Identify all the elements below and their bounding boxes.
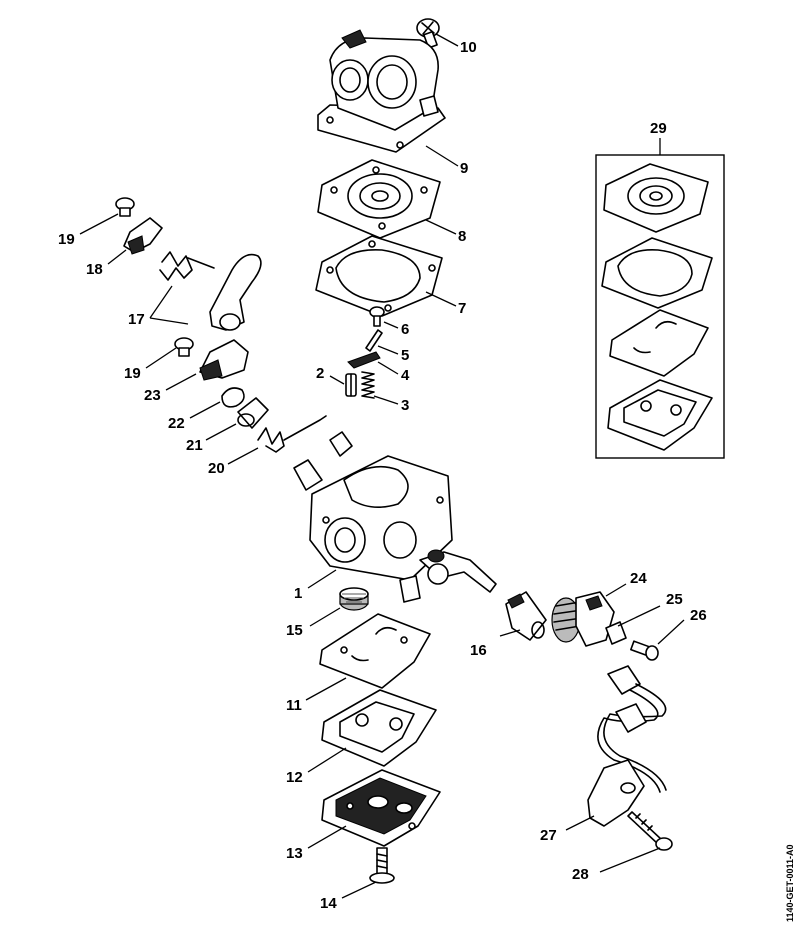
part-7-gasket (315, 235, 443, 317)
part-29-kit-box (595, 154, 725, 459)
part-5-pin (365, 329, 383, 352)
reference-code: 1140-GET-0011-A0 (785, 844, 795, 922)
part-26-screw (630, 640, 659, 661)
part-2-needle (345, 373, 357, 397)
callout-19b: 19 (124, 365, 141, 382)
callout-7: 7 (458, 300, 466, 317)
callout-28: 28 (572, 866, 589, 883)
part-19b-screw (174, 337, 194, 357)
callout-2: 2 (316, 365, 324, 382)
callout-17: 17 (128, 311, 145, 328)
callout-12: 12 (286, 769, 303, 786)
callout-14: 14 (320, 895, 337, 912)
part-18-bracket (123, 217, 163, 255)
callout-24: 24 (630, 570, 647, 587)
callout-6: 6 (401, 321, 409, 338)
part-23-stop-lever (199, 339, 249, 381)
part-14-screw (369, 847, 395, 884)
part-17-lever-assembly (159, 251, 262, 331)
callout-10: 10 (460, 39, 477, 56)
callout-19a: 19 (58, 231, 75, 248)
part-19a-screw (115, 197, 135, 217)
part-11-diaphragm (319, 613, 431, 689)
part-8-diaphragm (317, 159, 441, 239)
part-4-lever (347, 351, 381, 369)
part-24-solenoid (551, 591, 615, 647)
callout-3: 3 (401, 397, 409, 414)
part-6-screw (369, 306, 385, 327)
callout-16: 16 (470, 642, 487, 659)
part-15-filter-screen (339, 587, 369, 611)
part-16-connector (505, 591, 547, 641)
part-9-housing (317, 29, 446, 153)
callout-15: 15 (286, 622, 303, 639)
leader-lines (79, 33, 685, 899)
callout-5: 5 (401, 347, 409, 364)
callout-11: 11 (286, 697, 302, 714)
callout-22: 22 (168, 415, 185, 432)
callout-20: 20 (208, 460, 225, 477)
part-25-clip (605, 621, 627, 645)
callout-8: 8 (458, 228, 466, 245)
callout-27: 27 (540, 827, 557, 844)
part-13-cover (321, 769, 441, 847)
part-1-carburetor-body (293, 431, 497, 603)
callout-4: 4 (401, 367, 410, 384)
callout-29: 29 (650, 120, 667, 137)
callout-18: 18 (86, 261, 103, 278)
callout-labels: 10 9 8 7 6 5 4 3 2 19 18 17 19 23 22 21 … (58, 39, 707, 912)
part-27-wiring-module (587, 665, 667, 827)
callout-23: 23 (144, 387, 161, 404)
part-3-spring (361, 371, 375, 399)
callout-21: 21 (186, 437, 203, 454)
part-22-clip (221, 387, 245, 408)
part-28-screw (627, 811, 673, 851)
callout-25: 25 (666, 591, 683, 608)
part-21-sleeve (237, 397, 269, 429)
callout-1: 1 (294, 585, 302, 602)
part-20-spring (257, 415, 327, 453)
callout-26: 26 (690, 607, 707, 624)
part-12-gasket (321, 689, 437, 767)
callout-9: 9 (460, 160, 468, 177)
callout-13: 13 (286, 845, 303, 862)
